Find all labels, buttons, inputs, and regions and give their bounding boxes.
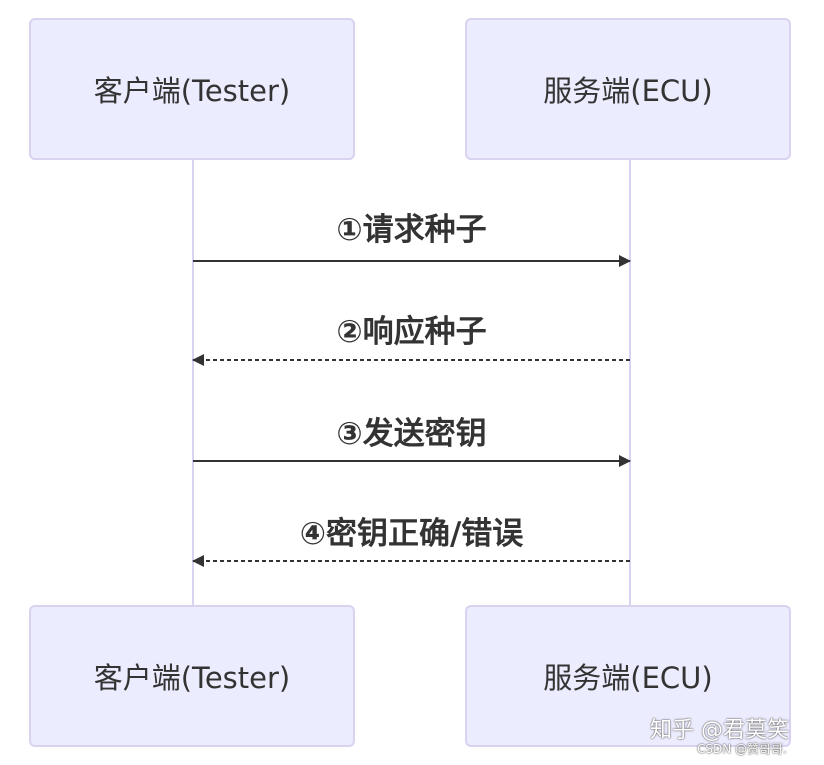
client-actor-bottom: 客户端(Tester) <box>29 605 355 747</box>
zhihu-watermark: 知乎 @君莫笑 <box>650 718 789 743</box>
message-label-key-result: ④密钥正确/错误 <box>299 516 524 552</box>
message-label-send-key: ③发送密钥 <box>336 416 487 452</box>
server-actor-label: 服务端(ECU) <box>543 661 713 695</box>
client-actor-label: 客户端(Tester) <box>93 661 291 695</box>
message-label-response-seed: ②响应种子 <box>336 314 487 350</box>
server-actor-bottom: 服务端(ECU) <box>465 605 791 747</box>
client-actor-label: 客户端(Tester) <box>93 74 291 108</box>
server-actor-label: 服务端(ECU) <box>543 74 713 108</box>
csdn-watermark: CSDN @赞哥哥. <box>697 742 787 756</box>
server-actor-top: 服务端(ECU) <box>465 18 791 160</box>
client-actor-top: 客户端(Tester) <box>29 18 355 160</box>
message-label-request-seed: ①请求种子 <box>336 212 487 248</box>
